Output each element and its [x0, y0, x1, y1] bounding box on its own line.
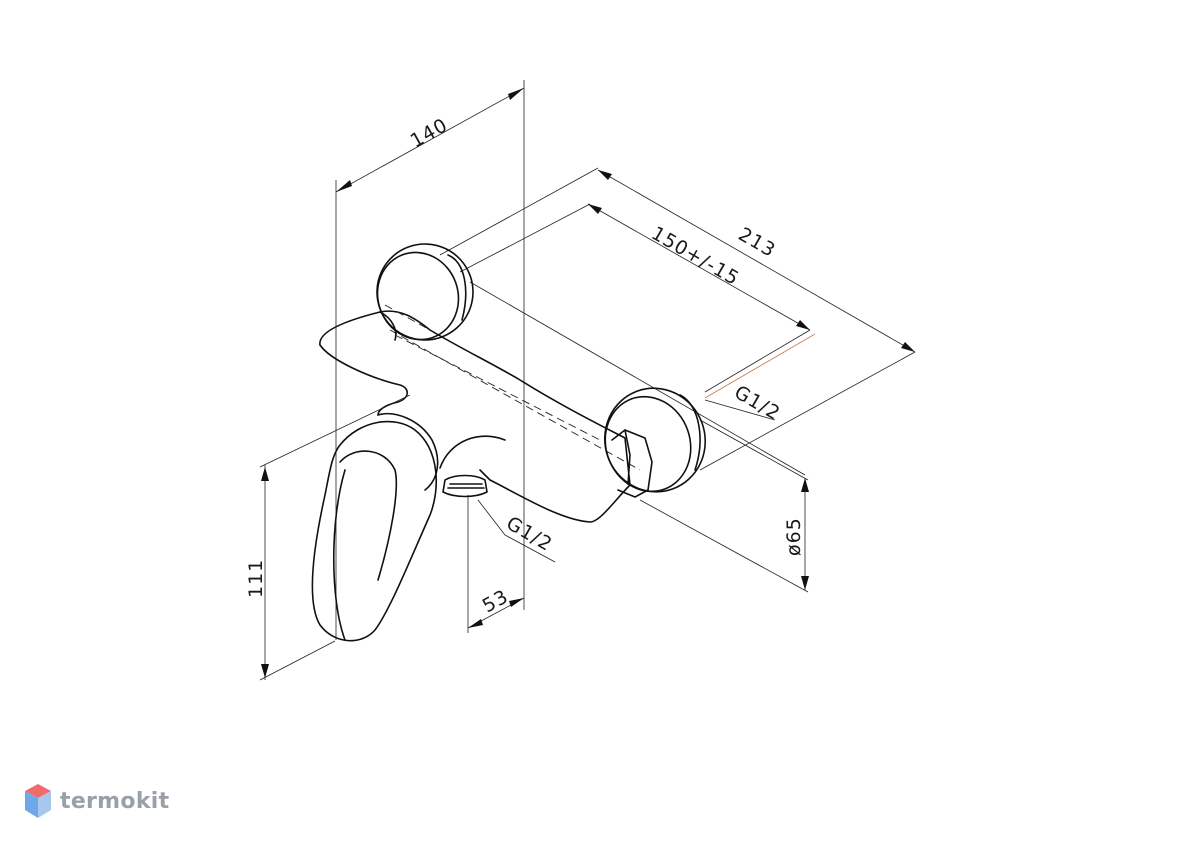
dim-140-label: 140 — [407, 114, 452, 152]
dim-213-label: 213 — [735, 223, 780, 262]
dim-111-label: 111 — [245, 559, 267, 598]
dim-53-label: 53 — [479, 585, 513, 617]
thread-inlet-label: G1/2 — [731, 381, 785, 425]
dim-centers-label: 150+/-15 — [648, 222, 744, 290]
dimension-labels: 140 213 150+/-15 G1/2 G1/2 111 53 ø65 — [245, 114, 805, 617]
termokit-watermark: termokit — [24, 783, 169, 819]
brand-name: termokit — [60, 788, 170, 814]
thread-outlet-label: G1/2 — [503, 512, 557, 556]
dimension-arrows — [261, 88, 915, 678]
dimension-lines — [259, 80, 916, 681]
dim-diameter-label: ø65 — [783, 517, 805, 556]
cube-logo-icon — [25, 784, 51, 818]
faucet-body — [311, 243, 707, 642]
